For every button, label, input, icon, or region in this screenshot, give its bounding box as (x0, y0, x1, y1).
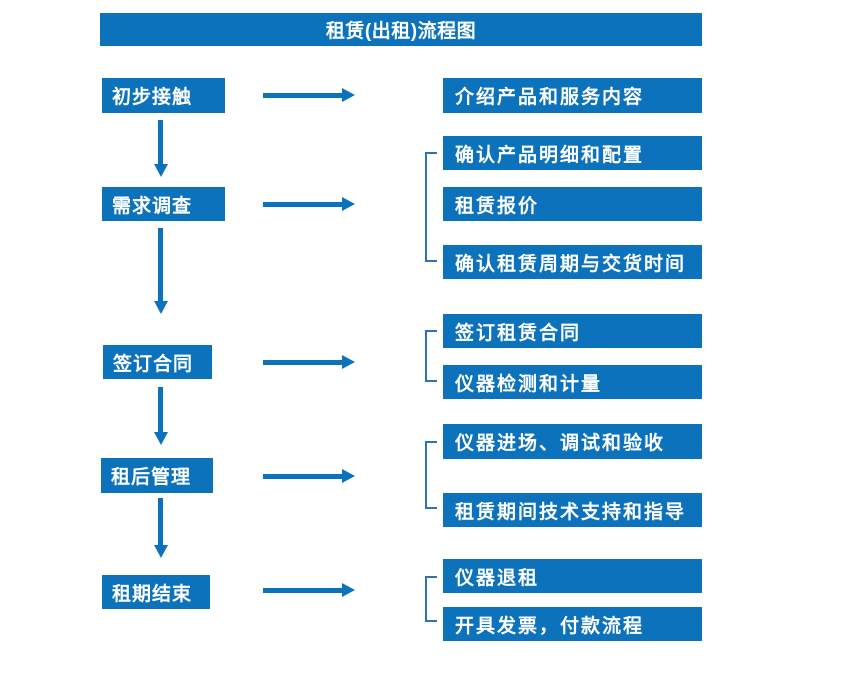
flowchart-title: 租赁(出租)流程图 (100, 13, 702, 46)
right-arrow-4 (263, 469, 355, 483)
arrow-shaft (263, 474, 343, 479)
arrow-shaft (158, 387, 163, 433)
output-rental-quote: 租赁报价 (443, 187, 702, 221)
group-bracket-needs-survey (425, 152, 437, 262)
right-arrow-2 (263, 197, 355, 211)
output-sign-rental-contract: 签订租赁合同 (443, 314, 702, 348)
arrow-head-down-icon (154, 164, 168, 177)
arrow-shaft (263, 202, 343, 207)
arrow-shaft (158, 120, 163, 165)
output-instrument-inspection: 仪器检测和计量 (443, 365, 702, 399)
stage-box-initial-contact: 初步接触 (102, 78, 225, 113)
stage-box-contract-signing: 签订合同 (103, 345, 212, 379)
group-bracket-post-rental-management (425, 441, 437, 509)
arrow-shaft (263, 360, 343, 365)
down-arrow-4 (154, 498, 168, 558)
arrow-head-right-icon (342, 355, 355, 369)
output-introduce-products: 介绍产品和服务内容 (443, 78, 702, 113)
group-bracket-contract-signing (425, 330, 437, 382)
output-invoice-payment: 开具发票，付款流程 (443, 607, 702, 641)
arrow-head-down-icon (154, 432, 168, 445)
down-arrow-2 (154, 228, 168, 314)
output-rental-tech-support: 租赁期间技术支持和指导 (443, 493, 702, 527)
arrow-shaft (158, 498, 163, 546)
output-confirm-period-delivery: 确认租赁周期与交货时间 (443, 245, 702, 279)
down-arrow-3 (154, 387, 168, 445)
arrow-shaft (158, 228, 163, 302)
arrow-head-down-icon (154, 545, 168, 558)
stage-box-needs-survey: 需求调查 (102, 187, 225, 221)
arrow-head-right-icon (342, 88, 355, 102)
group-bracket-lease-end (425, 576, 437, 622)
right-arrow-1 (263, 88, 355, 102)
arrow-head-right-icon (342, 583, 355, 597)
output-instrument-return: 仪器退租 (443, 559, 702, 593)
arrow-head-down-icon (154, 301, 168, 314)
output-instrument-setup-acceptance: 仪器进场、调试和验收 (443, 424, 702, 459)
down-arrow-1 (154, 120, 168, 177)
stage-box-lease-end: 租期结束 (102, 575, 210, 609)
right-arrow-5 (263, 583, 355, 597)
right-arrow-3 (263, 355, 355, 369)
arrow-shaft (263, 93, 343, 98)
arrow-head-right-icon (342, 197, 355, 211)
arrow-head-right-icon (342, 469, 355, 483)
arrow-shaft (263, 588, 343, 593)
output-confirm-details-config: 确认产品明细和配置 (443, 136, 702, 170)
stage-box-post-rental-management: 租后管理 (101, 458, 213, 493)
